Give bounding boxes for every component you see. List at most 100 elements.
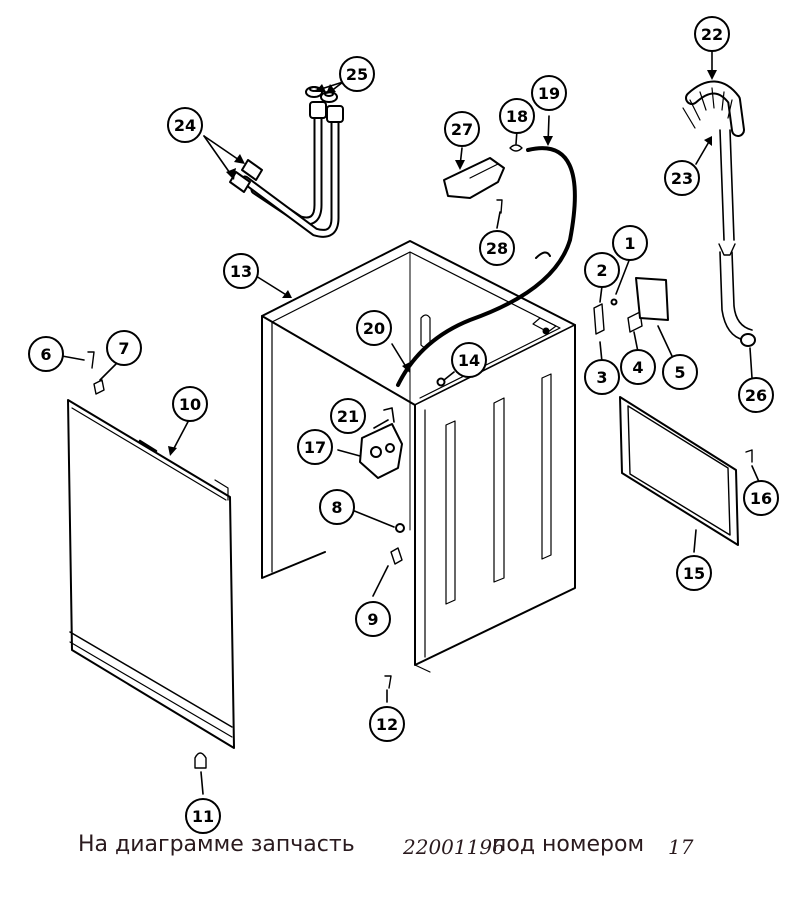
callout-3: 3: [584, 359, 620, 395]
callout-circle: [738, 377, 774, 413]
callout-circle: [451, 342, 487, 378]
callout-label: 5: [674, 363, 685, 382]
cabinet: [261, 240, 576, 673]
callout-label: 3: [596, 368, 607, 387]
callout-label: 1: [624, 234, 635, 253]
callout-6: 6: [28, 336, 64, 372]
callout-11: 11: [185, 798, 221, 834]
callout-12: 12: [369, 706, 405, 742]
callout-26: 26: [738, 377, 774, 413]
callout-label: 23: [671, 169, 693, 188]
callout-label: 15: [683, 564, 705, 583]
callout-13: 13: [223, 253, 259, 289]
caption-item-number: 17: [668, 835, 694, 859]
callout-circle: [106, 330, 142, 366]
callout-circle: [223, 253, 259, 289]
callout-circle: [499, 98, 535, 134]
callout-circle: [355, 601, 391, 637]
callout-4: 4: [620, 349, 656, 385]
callout-9: 9: [355, 601, 391, 637]
callout-circle: [444, 111, 480, 147]
callout-15: 15: [676, 555, 712, 591]
front-panel: [67, 399, 235, 749]
internal-hose: [396, 146, 577, 387]
callout-24: 24: [167, 107, 203, 143]
caption-middle: под номером: [492, 832, 645, 857]
callout-label: 16: [750, 489, 772, 508]
callout-14: 14: [451, 342, 487, 378]
callout-label: 20: [363, 319, 385, 338]
callout-label: 8: [331, 498, 342, 517]
callout-18: 18: [499, 98, 535, 134]
caption-part-number: 22001196: [403, 835, 505, 859]
callout-label: 11: [192, 807, 214, 826]
callout-7: 7: [106, 330, 142, 366]
callout-1: 1: [612, 225, 648, 261]
callout-label: 19: [538, 84, 560, 103]
inlet-hoses: [229, 101, 344, 238]
callout-circle: [172, 386, 208, 422]
callout-label: 26: [745, 386, 767, 405]
callout-circle: [167, 107, 203, 143]
callout-25: 25: [339, 56, 375, 92]
callout-label: 9: [367, 610, 378, 629]
callout-label: 17: [304, 438, 326, 457]
callout-circle: [369, 706, 405, 742]
callout-label: 14: [458, 351, 480, 370]
callout-17: 17: [297, 429, 333, 465]
callout-27: 27: [444, 111, 480, 147]
leader-lines: [61, 47, 761, 795]
callout-circle: [319, 489, 355, 525]
water-valve: [359, 407, 403, 479]
access-cover: [619, 396, 739, 546]
callout-label: 4: [632, 358, 643, 377]
bracket: [443, 157, 505, 199]
callout-label: 28: [486, 239, 508, 258]
callout-circle: [664, 160, 700, 196]
callout-2: 2: [584, 252, 620, 288]
caption-prefix: На диаграмме запчасть: [78, 832, 355, 857]
callout-circle: [584, 359, 620, 395]
drain-hose: [682, 80, 756, 347]
callout-label: 27: [451, 120, 473, 139]
callout-8: 8: [319, 489, 355, 525]
callout-19: 19: [531, 75, 567, 111]
callout-circle: [356, 310, 392, 346]
callout-label: 24: [174, 116, 196, 135]
callout-23: 23: [664, 160, 700, 196]
arrowheads: [168, 70, 717, 456]
callout-circle: [185, 798, 221, 834]
callout-circle: [584, 252, 620, 288]
callout-circle: [297, 429, 333, 465]
callout-5: 5: [662, 354, 698, 390]
callout-circle: [662, 354, 698, 390]
callout-label: 22: [701, 25, 723, 44]
callout-label: 6: [40, 345, 51, 364]
callout-label: 25: [346, 65, 368, 84]
callout-circle: [330, 398, 366, 434]
callout-label: 18: [506, 107, 528, 126]
callout-circle: [479, 230, 515, 266]
callout-circle: [676, 555, 712, 591]
callout-circle: [743, 480, 779, 516]
callout-circle: [28, 336, 64, 372]
callout-label: 21: [337, 407, 359, 426]
callout-label: 7: [118, 339, 129, 358]
callout-28: 28: [479, 230, 515, 266]
callout-label: 13: [230, 262, 252, 281]
callout-22: 22: [694, 16, 730, 52]
callout-circle: [339, 56, 375, 92]
callout-circle: [620, 349, 656, 385]
callout-label: 12: [376, 715, 398, 734]
callout-10: 10: [172, 386, 208, 422]
callout-label: 10: [179, 395, 201, 414]
callout-20: 20: [356, 310, 392, 346]
callout-21: 21: [330, 398, 366, 434]
callout-circle: [694, 16, 730, 52]
small-parts: [87, 144, 753, 769]
callout-label: 2: [596, 261, 607, 280]
callout-circle: [531, 75, 567, 111]
